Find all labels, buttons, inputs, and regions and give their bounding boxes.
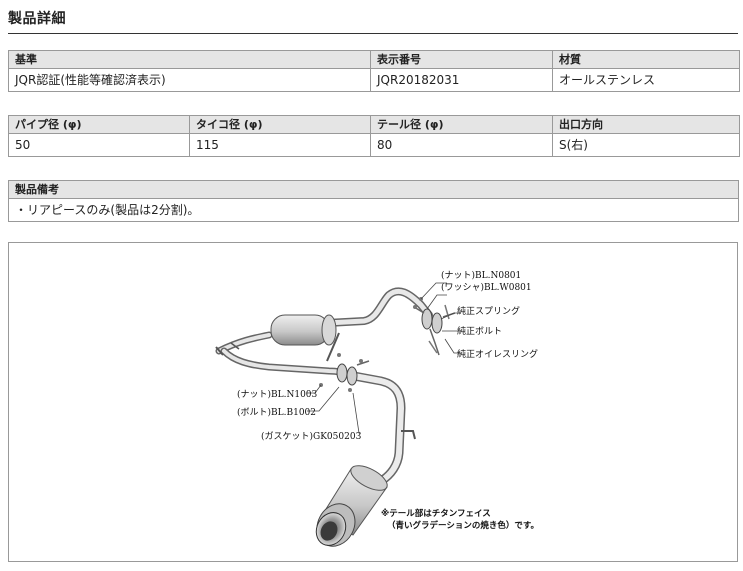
hanger-bracket [326, 332, 340, 362]
leader-lines [307, 282, 461, 434]
rear-hanger [401, 430, 416, 440]
spec-table-standard: 基準 表示番号 材質 JQR認証(性能等確認済表示) JQR20182031 オ… [8, 50, 740, 92]
label-genuine-bolt: 純正ボルト [457, 327, 503, 337]
spec-table-remarks: 製品備考 ・リアピースのみ(製品は2分割)。 [8, 180, 739, 222]
label-nut-n0801: (ナット)BL.N0801 [441, 271, 522, 281]
header-material: 材質 [552, 50, 740, 69]
header-tail-diameter: テール径 (φ) [370, 115, 553, 134]
mid-flange-parts [319, 353, 370, 392]
value-exit-direction: S(右) [552, 133, 740, 157]
header-pipe-diameter: パイプ径 (φ) [8, 115, 190, 134]
label-bolt-b1002: (ボルト)BL.B1002 [237, 408, 316, 418]
value-remarks: ・リアピースのみ(製品は2分割)。 [8, 198, 739, 222]
value-pipe-diameter: 50 [8, 133, 190, 157]
header-standard: 基準 [8, 50, 371, 69]
header-exit-direction: 出口方向 [552, 115, 740, 134]
label-genuine-spring: 純正スプリング [457, 307, 521, 317]
note-tail-line1: ※テール部はチタンフェイス [381, 509, 491, 519]
center-muffler [270, 314, 337, 346]
spec-table-dimensions: パイプ径 (φ) タイコ径 (φ) テール径 (φ) 出口方向 50 115 8… [8, 115, 740, 157]
upper-flange-parts [413, 297, 456, 356]
value-standard: JQR認証(性能等確認済表示) [8, 68, 371, 92]
label-genuine-oil-ring: 純正オイレスリング [457, 350, 539, 360]
exhaust-illustration [215, 282, 461, 547]
label-washer-w0801: (ワッシャ)BL.W0801 [441, 283, 532, 293]
value-muffler-diameter: 115 [189, 133, 371, 157]
value-material: オールステンレス [552, 68, 740, 92]
value-tail-diameter: 80 [370, 133, 553, 157]
page-title: 製品詳細 [8, 11, 66, 27]
header-muffler-diameter: タイコ径 (φ) [189, 115, 371, 134]
note-tail-line2: （青いグラデーションの焼き色）です。 [387, 521, 539, 531]
label-gasket-gk050203: (ガスケット)GK050203 [261, 432, 362, 442]
header-display-number: 表示番号 [370, 50, 553, 69]
title-divider [8, 33, 738, 34]
header-remarks: 製品備考 [8, 180, 739, 199]
tail-muffler [315, 465, 388, 547]
label-nut-n1003: (ナット)BL.N1003 [237, 390, 318, 400]
exhaust-diagram: (ナット)BL.N0801 (ワッシャ)BL.W0801 純正スプリング 純正ボ… [8, 242, 738, 562]
value-display-number: JQR20182031 [370, 68, 553, 92]
